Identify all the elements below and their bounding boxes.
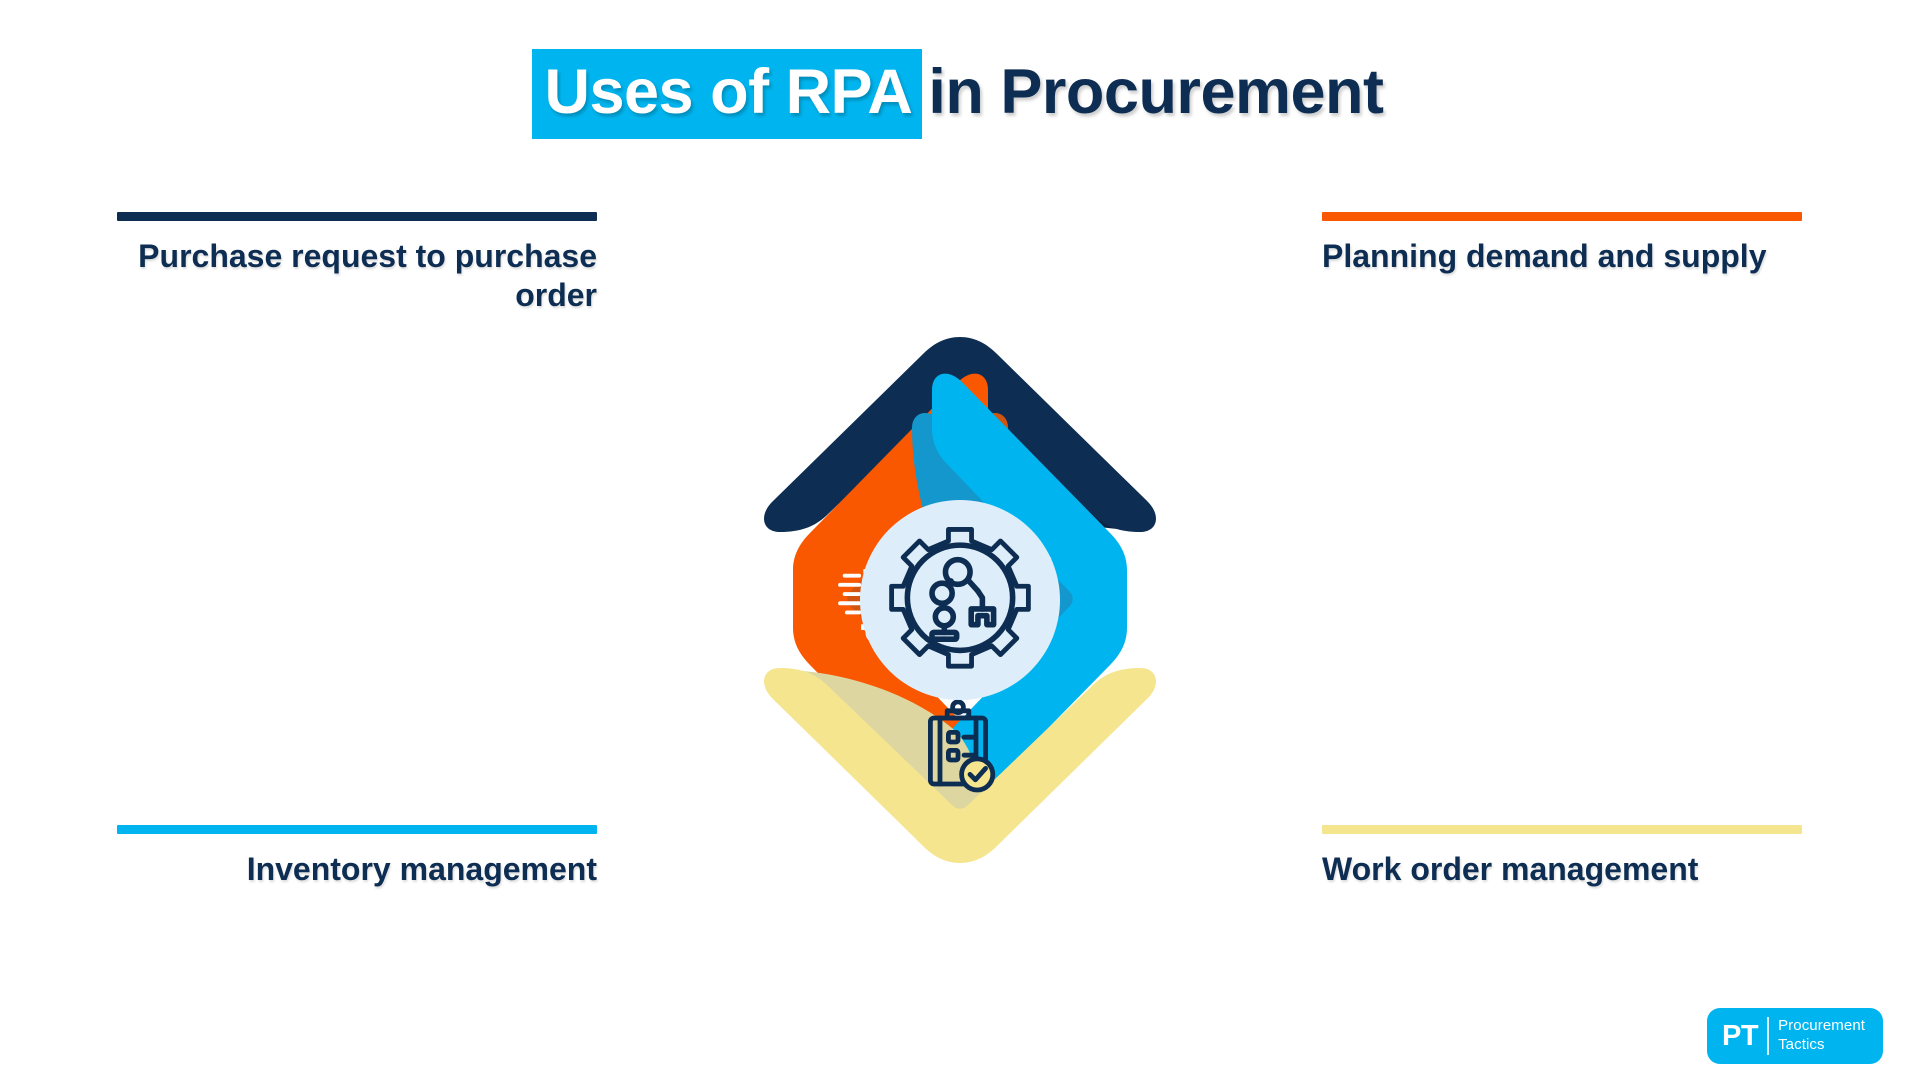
arrow-down-group[interactable]: [764, 668, 1156, 863]
label-inventory-management: Inventory management: [117, 825, 597, 889]
label-purchase-request-to-purchase-order: Purchase request to purchase order: [117, 212, 597, 315]
label-planning-demand-and-supply: Planning demand and supply: [1322, 212, 1802, 276]
center-emblem[interactable]: [860, 500, 1060, 700]
label-text: Work order management: [1322, 851, 1699, 887]
label-work-order-management: Work order management: [1322, 825, 1802, 889]
arrow-up-chevron: [764, 337, 1156, 532]
rpa-uses-diagram: [560, 190, 1360, 1010]
page-title-rest: in Procurement: [928, 57, 1384, 127]
clipboard-check-icon: [927, 699, 996, 793]
label-rule-yellow: [1322, 825, 1802, 834]
page-title-highlight: Uses of RPA: [532, 49, 923, 139]
label-text: Purchase request to purchase order: [138, 238, 597, 314]
procurement-tactics-logo[interactable]: PT Procurement Tactics: [1707, 1008, 1883, 1064]
arrow-down-chevron: [764, 668, 1156, 863]
logo-wordmark: Procurement Tactics: [1778, 1017, 1865, 1055]
label-rule-navy: [117, 212, 597, 221]
gear-robot-arm-icon: [889, 527, 1031, 669]
logo-mark: PT: [1722, 1019, 1759, 1052]
label-text: Planning demand and supply: [1322, 238, 1767, 274]
arrow-left-chevron: [932, 373, 1127, 825]
logo-word-line1: Procurement: [1778, 1017, 1866, 1035]
label-rule-cyan: [117, 825, 597, 834]
label-rule-orange: [1322, 212, 1802, 221]
logo-divider: [1767, 1017, 1770, 1055]
logo-word-line2: Tactics: [1778, 1036, 1825, 1053]
label-text: Inventory management: [246, 851, 597, 887]
